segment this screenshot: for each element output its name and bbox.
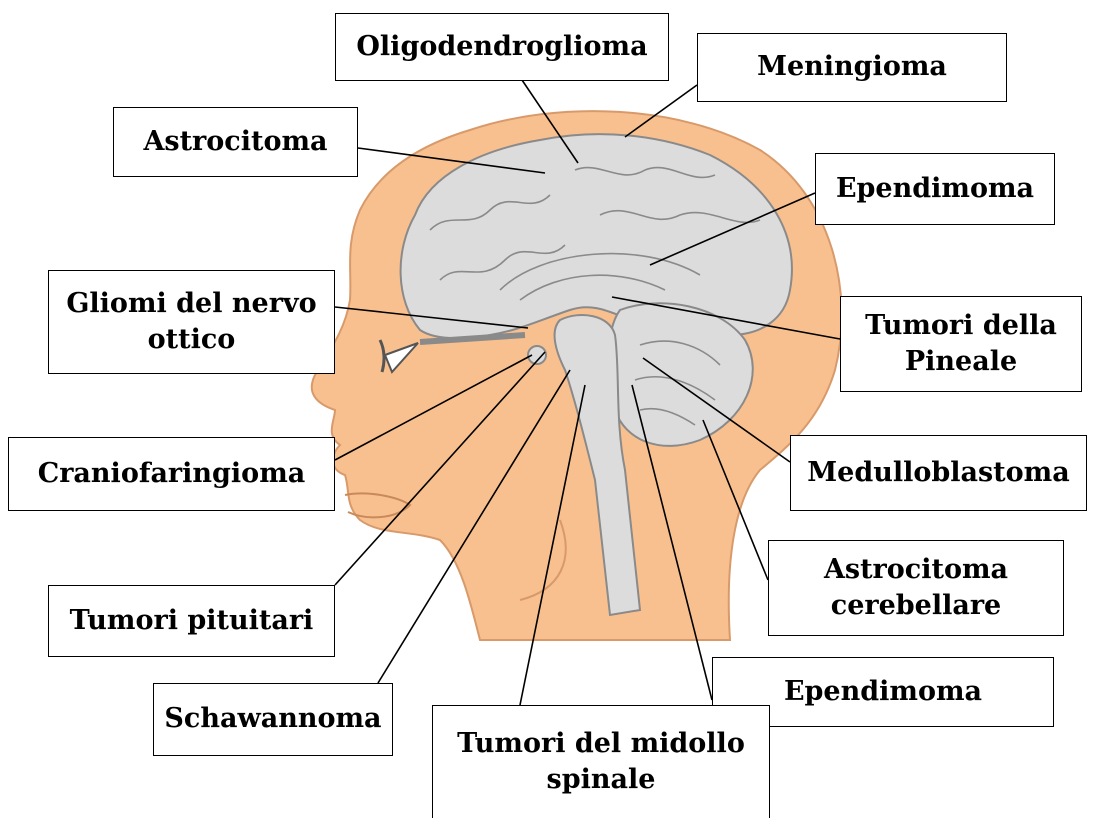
label-gliomi-nervo-ottico: Gliomi del nervo ottico <box>48 270 335 374</box>
label-text-line1: Astrocitoma <box>824 552 1008 588</box>
label-text-line2: Pineale <box>905 344 1017 380</box>
label-text: Oligodendroglioma <box>356 29 647 65</box>
label-text: Ependimoma <box>836 171 1034 207</box>
label-ependimoma-upper: Ependimoma <box>815 153 1055 225</box>
label-astrocitoma-cerebellare: Astrocitoma cerebellare <box>768 540 1064 636</box>
label-text-line2: spinale <box>547 762 656 798</box>
label-meningioma: Meningioma <box>697 33 1007 102</box>
label-text: Meningioma <box>757 49 947 85</box>
label-medulloblastoma: Medulloblastoma <box>790 435 1087 511</box>
label-tumori-pineale: Tumori della Pineale <box>840 296 1082 392</box>
label-text: Schawannoma <box>164 701 381 737</box>
label-text: Medulloblastoma <box>807 455 1069 491</box>
label-craniofaringioma: Craniofaringioma <box>8 437 335 511</box>
label-text: Tumori pituitari <box>70 603 314 639</box>
label-text: Ependimoma <box>784 674 982 710</box>
label-tumori-midollo-spinale: Tumori del midollo spinale <box>432 705 770 818</box>
label-text-line1: Tumori della <box>865 308 1057 344</box>
label-schawannoma: Schawannoma <box>153 683 393 756</box>
label-text-line1: Tumori del midollo <box>457 726 745 762</box>
label-text-line1: Gliomi del nervo <box>66 286 316 322</box>
label-text-line2: cerebellare <box>831 588 1002 624</box>
label-text: Astrocitoma <box>143 124 327 160</box>
label-text: Craniofaringioma <box>38 456 306 492</box>
label-astrocitoma: Astrocitoma <box>113 107 358 177</box>
label-oligodendroglioma: Oligodendroglioma <box>335 13 669 81</box>
label-tumori-pituitari: Tumori pituitari <box>48 585 335 657</box>
label-text-line2: ottico <box>148 322 236 358</box>
